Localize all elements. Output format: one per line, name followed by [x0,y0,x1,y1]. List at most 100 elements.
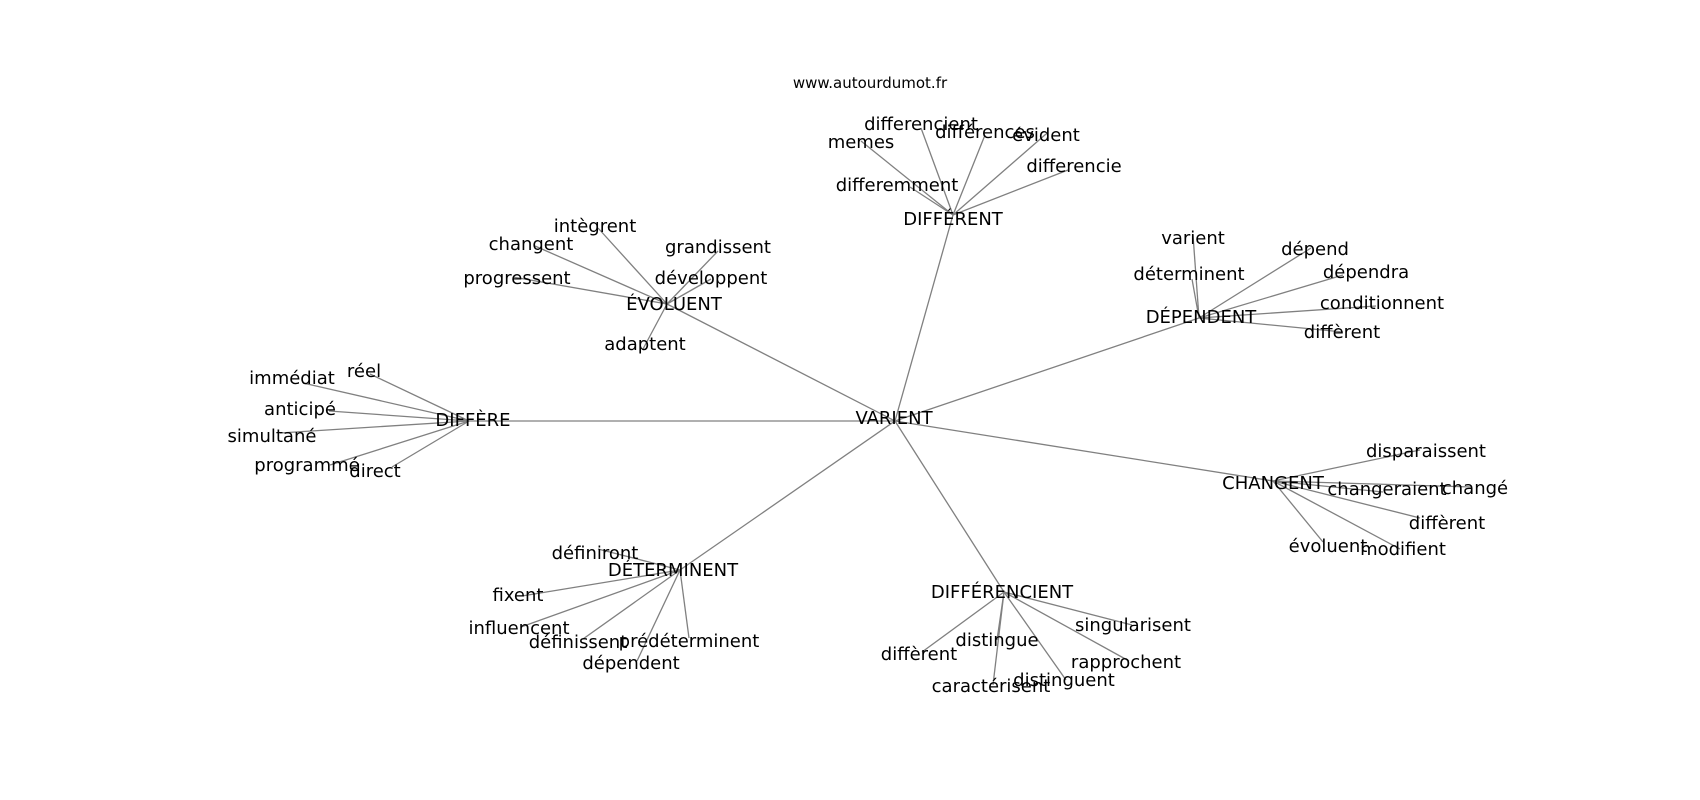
leaf-node-label: disparaissent [1366,441,1486,462]
edge-evoluent-leaf-1 [534,245,668,305]
edge-dependent-leaf-4 [1198,305,1377,319]
edge-differe-leaf-0 [369,373,470,422]
edge-differencient-leaf-5 [992,591,1005,686]
leaf-node-label: conditionnent [1320,293,1444,314]
edge-differe-leaf-4 [329,420,470,466]
leaf-node-label: simultané [228,426,317,447]
leaf-node-label: diffèrent [1409,513,1485,534]
leaf-node-label: changeraient [1327,479,1446,500]
edge-determinent-leaf-0 [597,548,681,571]
hub-node-label-determinent: DÉTERMINENT [608,559,739,581]
leaf-node-label: prédéterminent [619,631,760,652]
edge-center-dependent [894,317,1200,422]
edge-changent-leaf-0 [1272,449,1421,482]
edge-differencient-leaf-4 [1003,591,1067,681]
leaf-node-label: rapprochent [1071,652,1181,673]
edge-changent-leaf-4 [1272,480,1324,543]
edge-differencient-leaf-2 [921,591,1005,653]
edge-different-leaf-2 [952,133,1047,216]
edge-different-leaf-1 [952,134,986,216]
leaf-node-label: adaptent [604,334,686,355]
edge-different-leaf-0 [920,127,954,216]
leaf-node-label: singularisent [1075,615,1191,636]
leaf-node-label: influencent [468,618,569,639]
edge-changent-leaf-5 [1272,480,1401,550]
leaf-node-label: évoluent [1289,536,1368,557]
leaf-node-label: diffèrent [1304,322,1380,343]
edge-different-leaf-4 [952,169,1069,216]
edge-differe-leaf-1 [302,382,470,422]
edge-dependent-leaf-0 [1192,234,1200,319]
hub-node-label-different: DIFFÉRENT [903,208,1004,230]
leaf-node-label: caractérisent [932,676,1051,697]
leaf-node-label: changé [1442,478,1508,499]
edge-differencient-leaf-3 [1003,591,1130,662]
leaf-node-label: diffèrent [881,644,957,665]
edge-differe-leaf-3 [279,420,470,434]
edge-changent-leaf-2 [1272,480,1473,488]
edge-determinent-leaf-2 [520,569,681,628]
leaf-node-label: immédiat [249,368,335,389]
leaf-node-label: dépendent [582,653,679,674]
edge-center-different [894,214,954,422]
edge-center-changent [894,420,1274,482]
leaf-node-label: dépend [1281,239,1349,260]
edge-evoluent-leaf-0 [597,227,668,305]
leaf-node-label: développent [655,268,768,289]
edge-center-evoluent [666,303,896,422]
edge-center-differencient [894,420,1005,593]
leaf-node-label: intègrent [554,216,637,237]
edge-determinent-leaf-4 [679,569,690,639]
leaf-node-label: programmé [254,455,359,476]
leaf-node-label: progressent [463,268,570,289]
leaf-node-label: réel [347,361,381,382]
edge-different-leaf-5 [909,186,954,216]
edge-evoluent-leaf-2 [666,250,719,305]
edge-center-determinent [679,420,896,571]
leaf-node-label: différences [935,122,1035,143]
leaf-node-label: évident [1012,125,1080,146]
leaf-node-label: définissent [529,632,628,653]
leaf-node-label: differemment [836,175,959,196]
leaf-node-label: anticipé [264,399,336,420]
leaf-node-label: grandissent [665,237,771,258]
edge-layer [279,127,1473,686]
leaf-node-label: changent [489,234,574,255]
center-node-label: VARIENT [855,408,933,429]
leaf-node-label: distinguent [1013,670,1115,691]
edge-changent-leaf-3 [1272,480,1421,519]
edge-dependent-leaf-1 [1198,247,1312,319]
edge-determinent-leaf-1 [521,569,681,597]
edge-determinent-leaf-3 [582,569,681,640]
hub-node-label-changent: CHANGENT [1222,473,1325,494]
leaf-node-label: déterminent [1133,264,1244,285]
leaf-node-label: modifient [1360,539,1446,560]
leaf-node-label: dépendra [1323,262,1409,283]
leaf-node-label: définiront [552,543,639,564]
leaf-node-label: memes [828,132,895,153]
hub-node-label-dependent: DÉPENDENT [1146,306,1258,328]
hub-node-label-differencient: DIFFÉRENCIENT [931,581,1074,603]
hub-node-label-differe: DIFFÈRE [435,409,510,431]
site-credit: www.autourdumot.fr [793,74,948,92]
edge-dependent-leaf-3 [1198,274,1344,319]
edge-dependent-leaf-5 [1198,317,1344,333]
label-layer: VARIENT DIFFÉRENT differencientdifférences… [228,114,1509,697]
leaf-node-label: varient [1161,228,1225,249]
edge-evoluent-leaf-4 [512,276,668,305]
leaf-node-label: direct [349,461,400,482]
edge-differe-leaf-2 [328,410,470,422]
edge-evoluent-leaf-3 [666,278,712,305]
edge-differe-leaf-5 [391,420,470,468]
edge-changent-leaf-1 [1272,480,1384,493]
hub-node-label-evoluent: ÉVOLUENT [626,293,723,315]
edge-dependent-leaf-2 [1191,278,1200,319]
edge-evoluent-leaf-5 [642,303,668,350]
edge-different-leaf-3 [860,140,954,216]
leaf-node-label: fixent [493,585,544,606]
edge-differencient-leaf-0 [1003,591,1133,626]
leaf-node-label: differencie [1026,156,1121,177]
leaf-node-label: differencient [864,114,978,135]
edge-determinent-leaf-5 [636,569,681,662]
